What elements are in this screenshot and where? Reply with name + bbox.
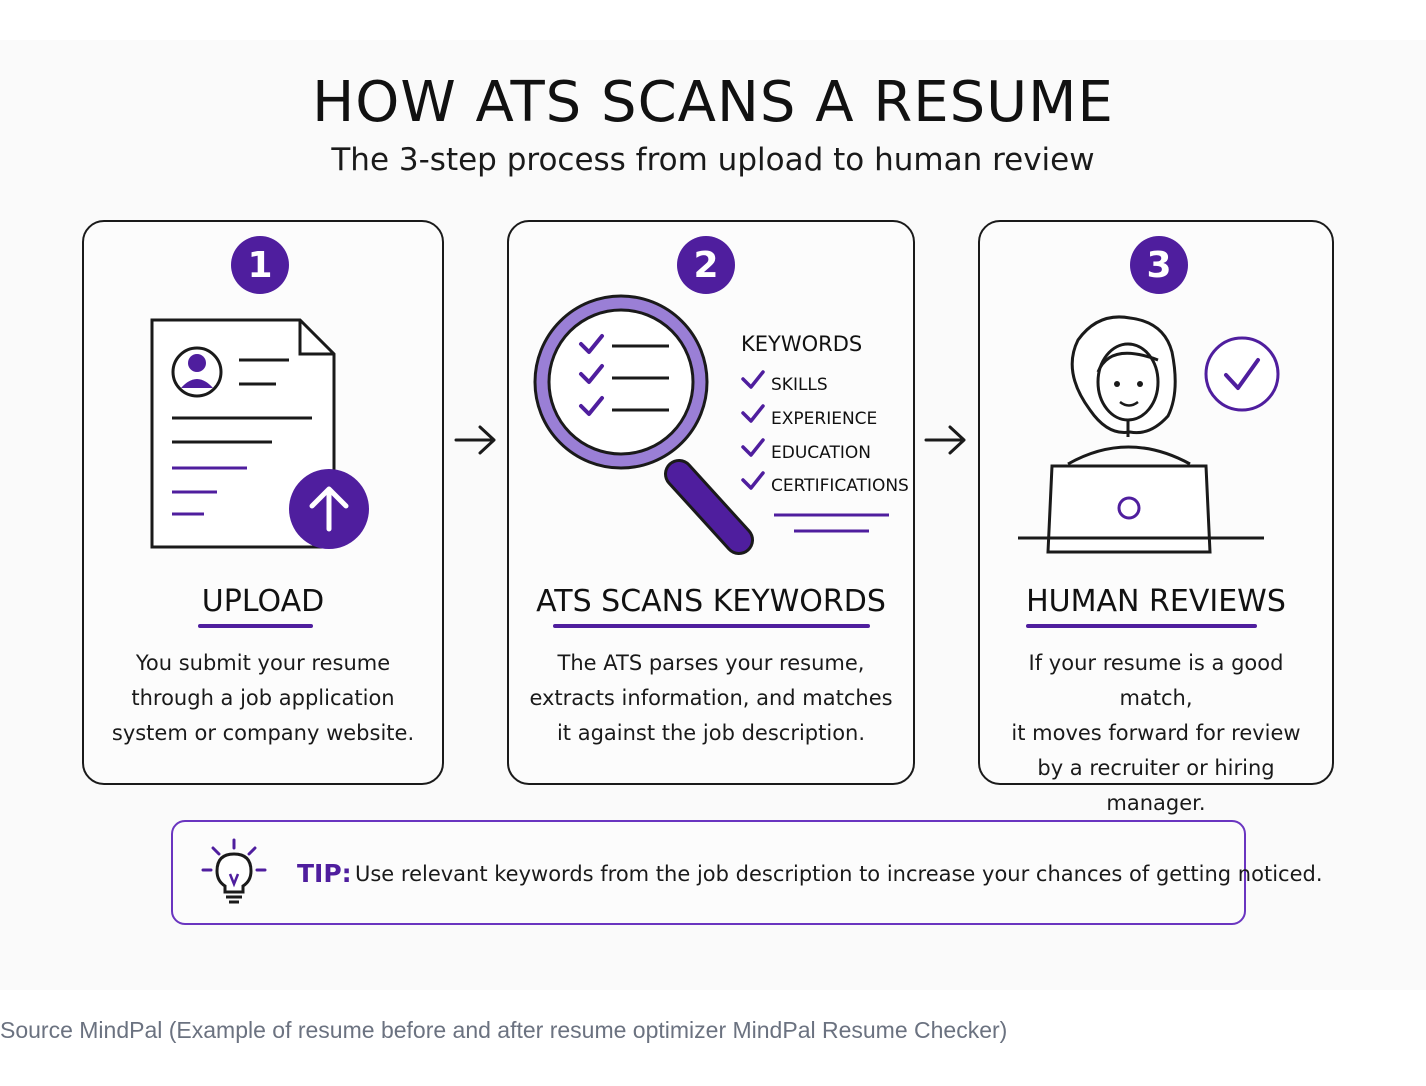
infographic-subtitle: The 3-step process from upload to human … [331,142,1095,178]
step-description: The ATS parses your resume, extracts inf… [519,646,903,751]
step-description-line: system or company website. [111,721,415,745]
infographic-title: HOW ATS SCANS A RESUME [312,70,1114,135]
step-description: You submit your resume through a job app… [94,646,432,751]
step-description-line: it moves forward for review [1011,721,1301,745]
step-description-line: extracts information, and matches [529,686,893,710]
infographic: HOW ATS SCANS A RESUME The 3-step proces… [0,40,1426,990]
step-number-badge: 3 [1130,236,1188,294]
step-description-line: it against the job description. [556,721,866,745]
step-title: ATS SCANS KEYWORDS [536,584,886,619]
step-number-badge: 1 [231,236,289,294]
keywords-heading: KEYWORDS [741,332,863,356]
step-title-underline [1026,624,1257,628]
step-title-underline [198,624,313,628]
arrow-right-icon [924,425,966,455]
step-description-line: by a recruiter or hiring manager. [1037,756,1275,815]
step-number-badge: 2 [677,236,735,294]
step-description-line: If your resume is a good match, [1028,651,1284,710]
tip-label: TIP: [297,859,352,888]
tip-text: Use relevant keywords from the job descr… [355,862,1323,886]
reviewer-at-laptop-icon [1018,315,1280,554]
step-card-human-review: 3 HUMAN REVIEWS If your resume is a good… [978,220,1334,815]
arrow-right-icon [454,425,496,455]
step-title: HUMAN REVIEWS [1026,584,1286,619]
step-title: UPLOAD [201,584,325,619]
magnifying-glass-icon [533,294,889,555]
step-description-line: through a job application [131,686,395,710]
keyword-item: EDUCATION [771,443,871,463]
lightbulb-icon [201,838,267,904]
step-description-line: The ATS parses your resume, [557,651,865,675]
keyword-item: SKILLS [771,375,828,395]
image-caption: Source MindPal (Example of resume before… [0,1017,1008,1043]
keyword-item: CERTIFICATIONS [771,476,909,496]
keyword-item: EXPERIENCE [771,409,878,429]
step-description-line: You submit your resume [135,651,391,675]
step-card-upload: 1 UPLOAD You submit your resume through … [82,220,444,785]
tip-box: TIP: Use relevant keywords from the job … [171,820,1323,925]
step-description: If your resume is a good match, it moves… [990,646,1322,821]
step-title-underline [553,624,870,628]
step-card-scan: 2 KEYWORDS SKILLS EXPERIENCE EDUCATION C… [507,220,915,785]
resume-upload-icon [150,318,369,549]
